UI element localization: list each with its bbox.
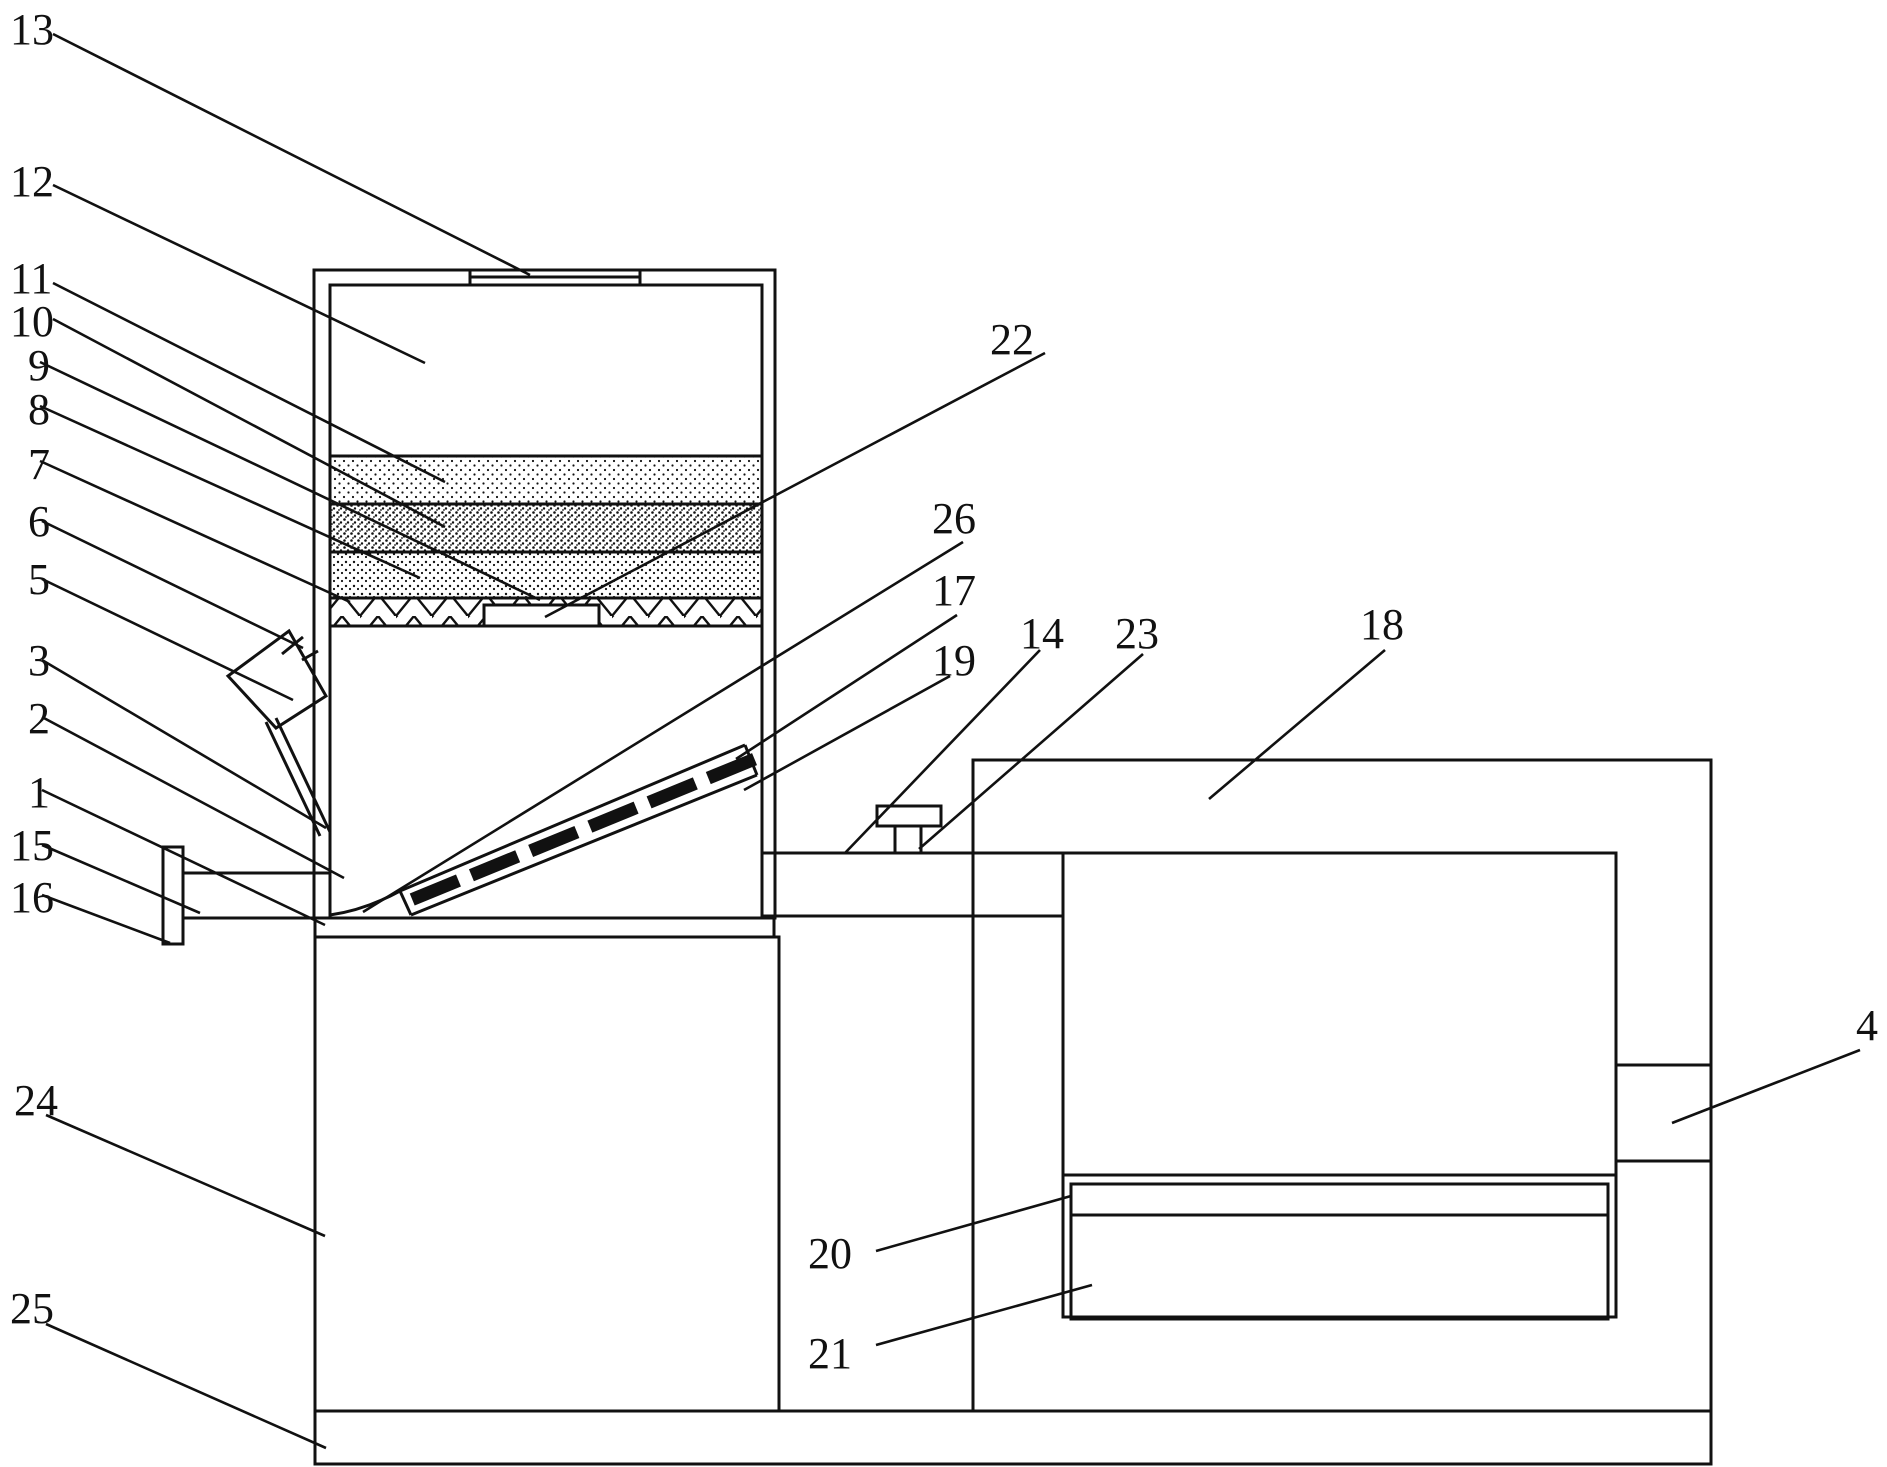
base-plate [313, 1409, 1713, 1466]
label-10: 10 [10, 297, 54, 346]
label-15: 15 [10, 821, 54, 870]
label-1: 1 [28, 768, 50, 817]
filter-tower [312, 268, 777, 920]
label-23: 23 [1115, 609, 1159, 658]
label-17: 17 [932, 566, 976, 615]
label-12: 12 [10, 157, 54, 206]
label-26: 26 [932, 494, 976, 543]
leader-lines [39, 32, 1861, 1450]
label-25: 25 [10, 1284, 54, 1333]
label-6: 6 [28, 497, 50, 546]
filter-layers [331, 454, 761, 628]
label-7: 7 [28, 440, 50, 489]
connecting-pipe [760, 804, 1063, 918]
label-22: 22 [990, 315, 1034, 364]
left-support-body [313, 916, 781, 1413]
label-21: 21 [808, 1329, 852, 1378]
label-18: 18 [1360, 600, 1404, 649]
label-9: 9 [28, 341, 50, 390]
label-2: 2 [28, 694, 50, 743]
label-24: 24 [14, 1076, 58, 1125]
inlet-pipe [161, 845, 330, 946]
label-5: 5 [28, 555, 50, 604]
label-20: 20 [808, 1229, 852, 1278]
label-4: 4 [1856, 1001, 1878, 1050]
label-3: 3 [28, 636, 50, 685]
label-19: 19 [932, 636, 976, 685]
label-8: 8 [28, 385, 50, 434]
label-16: 16 [10, 873, 54, 922]
label-13: 13 [10, 5, 54, 54]
spray-nozzle [225, 628, 332, 837]
inclined-screen [398, 743, 759, 917]
label-14: 14 [1020, 609, 1064, 658]
reference-numerals: 13 12 11 10 9 8 7 6 5 3 2 1 15 16 22 26 … [10, 5, 1878, 1378]
label-11: 11 [10, 254, 52, 303]
drying-box [971, 758, 1713, 1413]
